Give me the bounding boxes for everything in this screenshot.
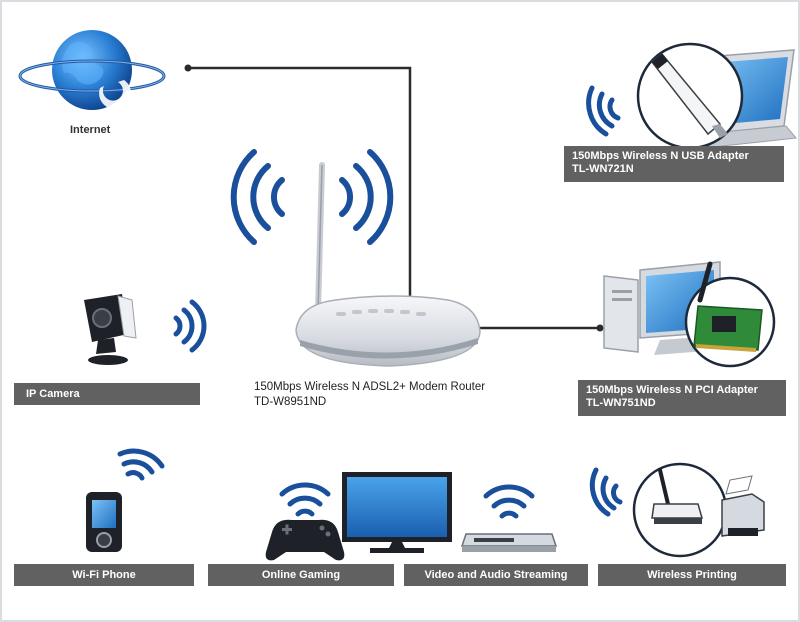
router-caption: 150Mbps Wireless N ADSL2+ Modem Router T… (254, 380, 485, 410)
online-gaming-bar: Online Gaming (208, 564, 394, 586)
router-name: 150Mbps Wireless N ADSL2+ Modem Router (254, 381, 486, 393)
wifi-phone-bar: Wi-Fi Phone (14, 564, 194, 586)
cable-endpoint (184, 64, 192, 72)
wifi-wave-icon (586, 85, 621, 137)
wifi-wave-icon (279, 482, 331, 517)
globe-icon (18, 30, 166, 110)
video-audio-bar: Video and Audio Streaming (404, 564, 588, 586)
pci-card-icon (684, 261, 776, 368)
ip-camera-bar: IP Camera (14, 383, 200, 405)
router-model: TD-W8951ND (254, 396, 327, 408)
ip-camera-label: IP Camera (26, 388, 80, 400)
wifi-wave-icon (173, 299, 207, 353)
wifi-wave-icon (117, 448, 165, 481)
internet-cable (188, 66, 412, 305)
cable-endpoint (596, 324, 604, 332)
video-audio-label: Video and Audio Streaming (424, 569, 568, 581)
cable-lines (184, 64, 604, 332)
pci-adapter-bar: 150Mbps Wireless N PCI Adapter TL-WN751N… (578, 380, 786, 416)
wifi-phone-label: Wi-Fi Phone (72, 569, 136, 581)
usb-adapter-bar: 150Mbps Wireless N USB Adapter TL-WN721N (564, 146, 784, 182)
router-icon (295, 162, 481, 367)
usb-adapter-icon (636, 42, 744, 150)
wifi-wave-icon (230, 149, 394, 245)
media-player-icon (460, 533, 558, 552)
wifi-wave-icon (589, 467, 623, 517)
pci-adapter-model: TL-WN751ND (586, 397, 656, 409)
wireless-printing-bar: Wireless Printing (598, 564, 786, 586)
gamepad-icon (265, 519, 345, 561)
online-gaming-label: Online Gaming (261, 569, 341, 581)
wifi-wave-icon (483, 484, 535, 519)
ip-camera-icon (84, 294, 137, 365)
usb-adapter-model: TL-WN721N (572, 163, 634, 175)
printer-icon (632, 462, 765, 558)
tv-icon (342, 472, 452, 553)
usb-adapter-name: 150Mbps Wireless N USB Adapter (572, 150, 749, 162)
pci-adapter-name: 150Mbps Wireless N PCI Adapter (586, 384, 758, 396)
wireless-printing-label: Wireless Printing (647, 569, 737, 581)
internet-label: Internet (70, 124, 111, 136)
phone-icon (86, 492, 122, 552)
